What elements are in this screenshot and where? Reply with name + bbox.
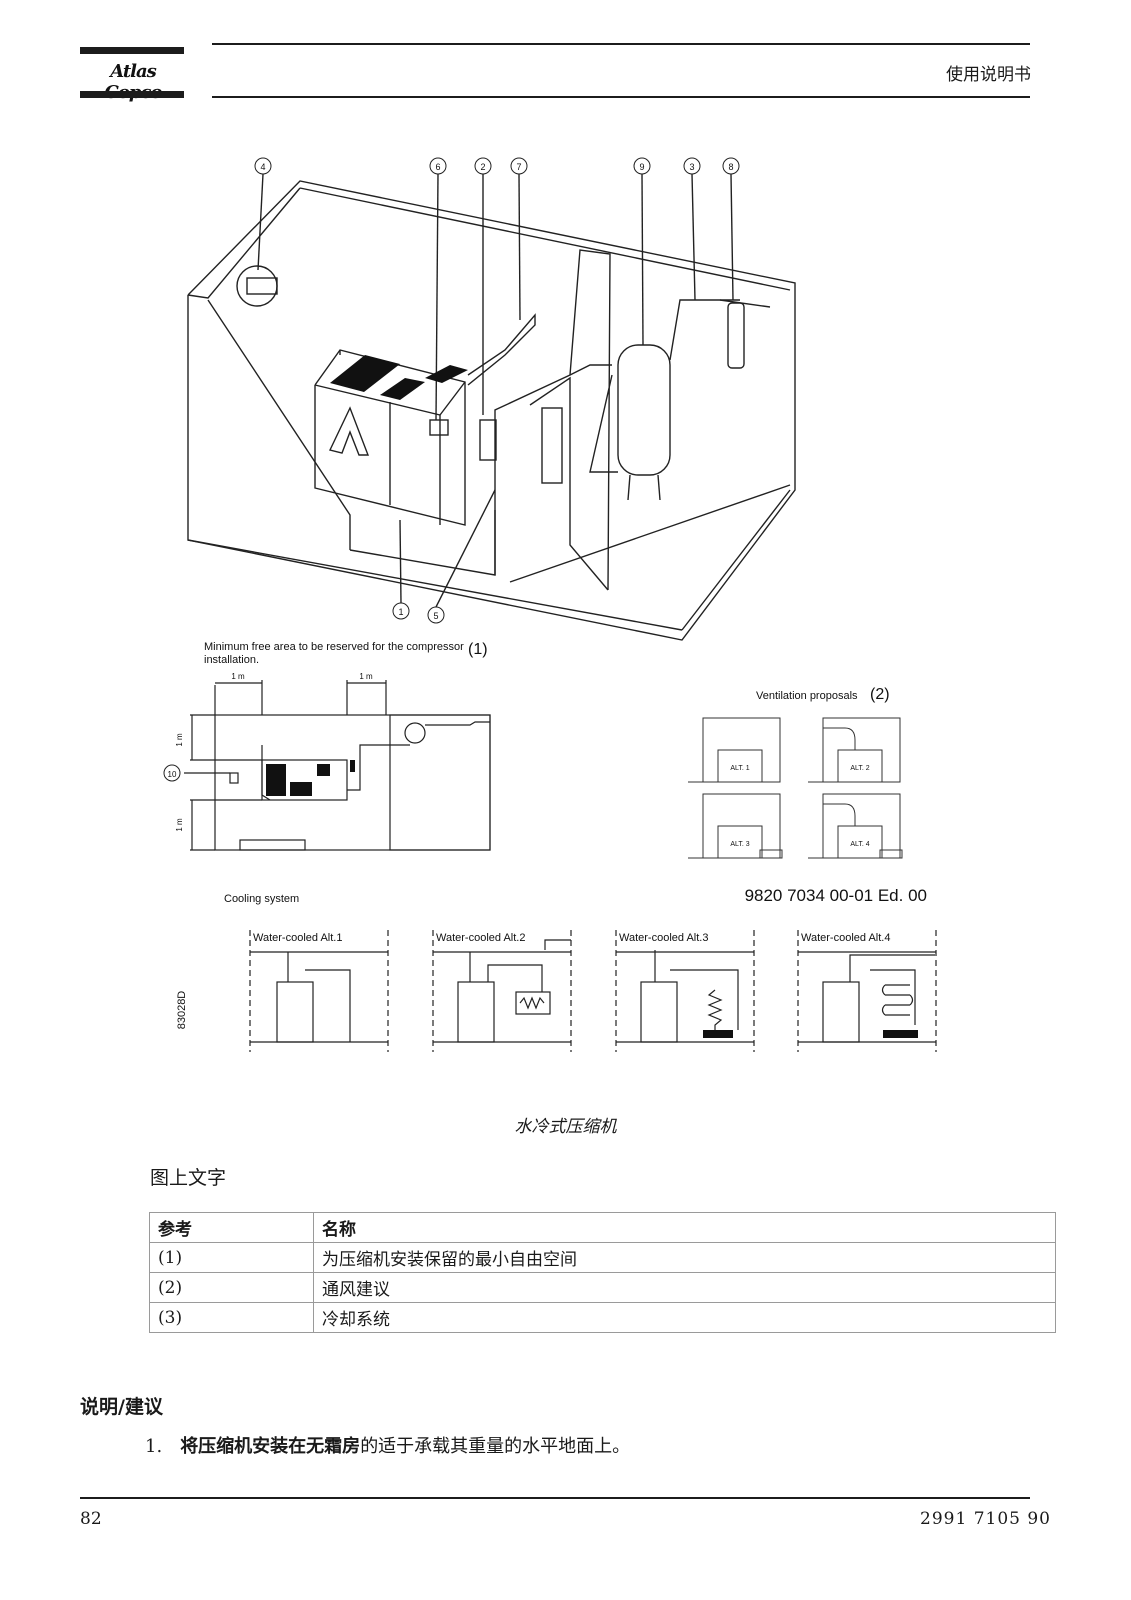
figure-caption: 水冷式压缩机 <box>514 1117 617 1137</box>
table-cell-name: 为压缩机安装保留的最小自由空间 <box>313 1242 1056 1273</box>
callout-1: 1 <box>392 602 410 620</box>
logo-bottom-bar <box>80 91 184 98</box>
figure-id: 9820 7034 00-01 Ed. 00 <box>745 886 927 905</box>
alt-label-1: ALT. 1 <box>730 765 749 772</box>
callout-3: 3 <box>683 157 701 175</box>
alt-label-4: ALT. 4 <box>850 841 869 848</box>
svg-text:6: 6 <box>435 162 440 172</box>
callout-4: 4 <box>254 157 272 175</box>
room-label-line2: installation. <box>204 654 259 666</box>
cooling-label: Cooling system <box>224 893 299 905</box>
alt-label-3: ALT. 3 <box>730 841 749 848</box>
section-heading: 图上文字 <box>150 1167 227 1189</box>
water-cooled-alt-3: Water-cooled Alt.3 <box>619 932 708 944</box>
header-top-rule <box>212 43 1030 45</box>
svg-text:4: 4 <box>260 162 265 172</box>
atlas-copco-logo: Atlas Copco <box>80 47 186 103</box>
dim-label-2: 1 m <box>359 672 373 681</box>
svg-text:5: 5 <box>433 611 438 621</box>
svg-text:2: 2 <box>480 162 485 172</box>
svg-text:7: 7 <box>516 162 521 172</box>
plan-view <box>184 680 491 851</box>
water-cooled-alt-2: Water-cooled Alt.2 <box>436 932 525 944</box>
dim-label-3: 1 m <box>175 733 184 747</box>
dim-label-1: 1 m <box>231 672 245 681</box>
column-header-name: 名称 <box>313 1212 1056 1243</box>
table-header-row: 参考 名称 <box>149 1212 1056 1243</box>
header-bottom-rule <box>212 96 1030 98</box>
footer-rule <box>80 1497 1030 1499</box>
instruction-step-1: 1. 将压缩机安装在无霜房的适于承载其重量的水平地面上。 <box>145 1432 630 1458</box>
callout-8: 8 <box>722 157 740 175</box>
callout-2: 2 <box>474 157 492 175</box>
svg-text:8: 8 <box>728 162 733 172</box>
svg-text:3: 3 <box>689 162 694 172</box>
water-cooled-alt-1: Water-cooled Alt.1 <box>253 932 342 944</box>
callout-6: 6 <box>429 157 447 175</box>
svg-text:1: 1 <box>398 607 403 617</box>
ventilation-schemes <box>688 717 903 859</box>
room-ref: (1) <box>468 641 488 658</box>
ventilation-ref: (2) <box>870 686 890 703</box>
document-title: 使用说明书 <box>946 65 1031 85</box>
table-cell-name: 通风建议 <box>313 1272 1056 1303</box>
callout-9: 9 <box>633 157 651 175</box>
column-header-ref: 参考 <box>149 1212 314 1243</box>
table-row: (1) 为压缩机安装保留的最小自由空间 <box>149 1242 1056 1273</box>
table-cell-name: 冷却系统 <box>313 1302 1056 1333</box>
water-cooled-alt-4: Water-cooled Alt.4 <box>801 932 890 944</box>
callout-5: 5 <box>427 606 445 624</box>
alt-label-2: ALT. 2 <box>850 765 869 772</box>
legend-table: 参考 名称 (1) 为压缩机安装保留的最小自由空间 (2) 通风建议 (3) 冷… <box>149 1212 1056 1333</box>
logo-top-bar <box>80 47 184 54</box>
table-row: (3) 冷却系统 <box>149 1302 1056 1333</box>
svg-text:10: 10 <box>168 770 177 779</box>
page-number: 82 <box>80 1509 102 1529</box>
table-cell-ref: (3) <box>149 1302 314 1333</box>
installation-diagram: 4 6 2 7 9 3 8 1 5 Minimum free area to b… <box>163 157 937 1052</box>
cooling-schemes <box>249 930 755 1052</box>
dim-label-4: 1 m <box>175 818 184 832</box>
callout-10: 10 <box>163 764 181 782</box>
room-label-line1: Minimum free area to be reserved for the… <box>204 641 464 653</box>
step-number: 1. <box>145 1436 163 1457</box>
table-cell-ref: (2) <box>149 1272 314 1303</box>
document-number: 2991 7105 90 <box>920 1509 1051 1529</box>
ventilation-label: Ventilation proposals <box>756 690 858 702</box>
callouts-top: 4 6 2 7 9 3 8 1 5 <box>254 157 740 624</box>
svg-text:9: 9 <box>639 162 644 172</box>
step-text: 的适于承载其重量的水平地面上。 <box>360 1436 631 1457</box>
table-cell-ref: (1) <box>149 1242 314 1273</box>
table-row: (2) 通风建议 <box>149 1272 1056 1303</box>
step-bold-text: 将压缩机安装在无霜房 <box>180 1436 361 1457</box>
notes-heading: 说明/建议 <box>80 1396 163 1418</box>
side-code: 83028D <box>176 991 188 1030</box>
callout-7: 7 <box>510 157 528 175</box>
